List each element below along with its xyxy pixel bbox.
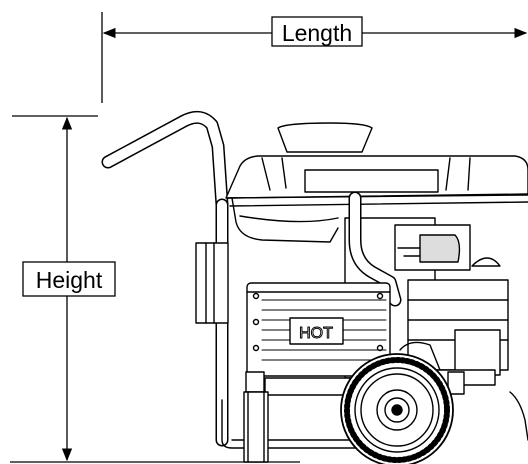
hot-label: HOT [299, 325, 333, 342]
length-label-box [271, 16, 363, 47]
frame-base-rail [221, 399, 356, 449]
height-label-box [22, 261, 116, 297]
fuel-tank-label-plate [304, 169, 439, 193]
wheel [340, 353, 454, 464]
height-dimension: Height [10, 115, 300, 463]
length-dimension: Length [101, 12, 528, 103]
length-label: Length [282, 20, 352, 46]
muffler [246, 282, 391, 377]
exhaust-pipe [348, 191, 402, 307]
hot-label-plate [289, 317, 344, 345]
rear-wheel-edge [509, 391, 528, 441]
side-panel [195, 242, 229, 324]
generator-illustration: HOT [101, 110, 528, 464]
height-label: Height [36, 267, 103, 293]
frame-foot [243, 371, 269, 463]
